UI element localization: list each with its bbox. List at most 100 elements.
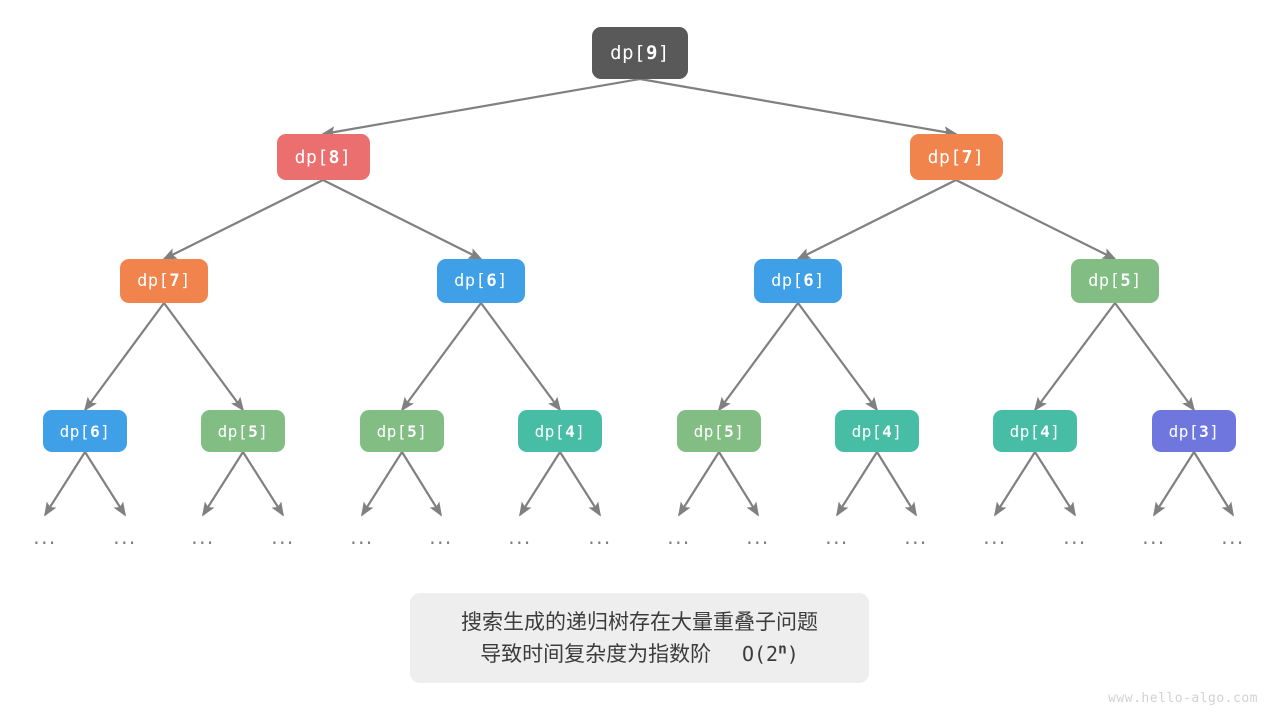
node-index-value: 6: [90, 421, 101, 441]
tree-edge: [994, 451, 1036, 517]
ellipsis-marker: ...: [983, 525, 1007, 549]
node-label-prefix: dp[: [137, 271, 170, 291]
ellipsis-marker: ...: [508, 525, 532, 549]
tree-edge: [400, 302, 482, 412]
node-index-value: 5: [407, 421, 418, 441]
node-label-prefix: dp[: [771, 271, 804, 291]
ellipsis-marker: ...: [667, 525, 691, 549]
node-label-prefix: dp[: [851, 421, 883, 441]
node-index-value: 4: [565, 421, 576, 441]
node-index-value: 4: [1040, 421, 1051, 441]
tree-edge: [401, 451, 442, 517]
caption-box: 搜索生成的递归树存在大量重叠子问题 导致时间复杂度为指数阶 O(2n): [410, 593, 869, 683]
tree-edge: [955, 179, 1117, 260]
tree-node: dp[4]: [993, 410, 1077, 452]
tree-edge: [639, 77, 958, 138]
caption-line-1: 搜索生成的递归树存在大量重叠子问题: [461, 609, 818, 634]
tree-node: dp[6]: [437, 259, 525, 303]
node-label-prefix: dp[: [534, 421, 566, 441]
tree-edge: [44, 451, 86, 517]
tree-node: dp[7]: [909, 134, 1003, 180]
tree-node: dp[4]: [518, 410, 602, 452]
node-label-suffix: ]: [1131, 271, 1142, 291]
node-index-value: 7: [961, 146, 973, 168]
node-label-suffix: ]: [417, 421, 428, 441]
node-label-prefix: dp[: [376, 421, 408, 441]
tree-edge: [480, 302, 562, 412]
node-label-prefix: dp[: [1009, 421, 1041, 441]
node-label-suffix: ]: [1050, 421, 1061, 441]
tree-edge: [678, 451, 720, 517]
node-label-suffix: ]: [100, 421, 111, 441]
node-label-suffix: ]: [340, 146, 352, 168]
tree-edge: [321, 77, 641, 138]
node-label-suffix: ]: [497, 271, 508, 291]
node-index-value: 5: [724, 421, 735, 441]
tree-edge: [202, 451, 244, 517]
node-label-suffix: ]: [734, 421, 745, 441]
tree-node: dp[8]: [276, 134, 370, 180]
ellipsis-marker: ...: [1063, 525, 1087, 549]
tree-node: dp[3]: [1152, 410, 1236, 452]
node-label-suffix: ]: [258, 421, 269, 441]
tree-node: dp[5]: [201, 410, 285, 452]
tree-edge: [84, 451, 126, 517]
node-label-prefix: dp[: [59, 421, 91, 441]
tree-edge: [796, 179, 957, 260]
node-label-suffix: ]: [1209, 421, 1220, 441]
tree-edge: [876, 451, 917, 517]
watermark: www.hello-algo.com: [1108, 691, 1258, 706]
node-index-value: 9: [645, 42, 658, 64]
node-index-value: 5: [1120, 271, 1132, 291]
tree-edge: [797, 302, 879, 412]
tree-node: dp[6]: [754, 259, 842, 303]
tree-edge: [1114, 302, 1196, 412]
caption-line-2: 导致时间复杂度为指数阶 O(2n): [480, 640, 799, 668]
ellipsis-marker: ...: [271, 525, 295, 549]
node-label-suffix: ]: [892, 421, 903, 441]
tree-node: dp[7]: [120, 259, 208, 303]
tree-edge: [519, 451, 561, 517]
ellipsis-marker: ...: [429, 525, 453, 549]
tree-edge: [1153, 451, 1195, 517]
tree-node: dp[5]: [360, 410, 444, 452]
tree-edge: [162, 179, 324, 260]
node-label-prefix: dp[: [610, 42, 646, 64]
tree-edge: [1034, 451, 1076, 517]
ellipsis-marker: ...: [191, 525, 215, 549]
node-label-prefix: dp[: [693, 421, 725, 441]
node-label-prefix: dp[: [1168, 421, 1200, 441]
tree-edge: [1193, 451, 1234, 517]
ellipsis-marker: ...: [113, 525, 137, 549]
node-label-prefix: dp[: [927, 146, 962, 168]
tree-edge: [83, 302, 165, 412]
tree-edges: [44, 77, 1234, 517]
tree-edge: [242, 451, 284, 517]
node-index-value: 7: [169, 271, 181, 291]
ellipsis-marker: ...: [1142, 525, 1166, 549]
node-index-value: 4: [882, 421, 893, 441]
tree-node: dp[9]: [592, 27, 688, 79]
tree-edge: [361, 451, 403, 517]
ellipsis-marker: ...: [825, 525, 849, 549]
tree-node: dp[4]: [835, 410, 919, 452]
node-label-suffix: ]: [180, 271, 191, 291]
ellipsis-marker: ...: [904, 525, 928, 549]
tree-edge: [718, 451, 759, 517]
node-label-prefix: dp[: [217, 421, 249, 441]
node-index-value: 3: [1199, 421, 1210, 441]
node-index-value: 8: [328, 146, 340, 168]
node-index-value: 6: [486, 271, 498, 291]
tree-edge: [717, 302, 799, 412]
tree-node: dp[6]: [43, 410, 127, 452]
complexity-base: O(2: [741, 642, 779, 666]
node-label-suffix: ]: [657, 42, 670, 64]
tree-edge: [1033, 302, 1116, 412]
node-index-value: 5: [248, 421, 259, 441]
tree-node: dp[5]: [1071, 259, 1159, 303]
node-label-prefix: dp[: [294, 146, 329, 168]
ellipsis-marker: ...: [350, 525, 374, 549]
complexity-expression: O(2n): [718, 641, 799, 666]
